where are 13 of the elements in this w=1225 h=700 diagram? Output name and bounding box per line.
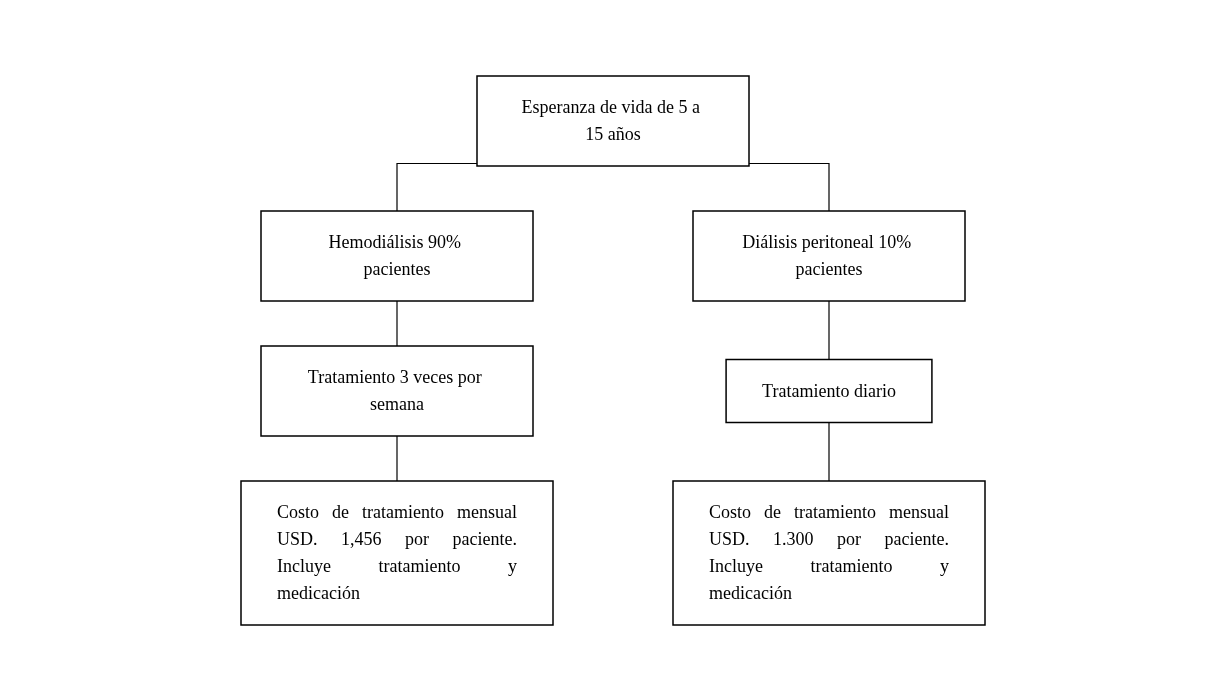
- connector: [395, 162, 478, 212]
- connector: [395, 434, 398, 482]
- connector: [395, 299, 398, 347]
- node-box: Hemodiálisis 90% pacientes: [259, 209, 534, 302]
- node-box: Costo de tratamiento mensual USD. 1.300 por paciente. Incluye tratamiento y medicación: [671, 479, 986, 626]
- node-box: Esperanza de vida de 5 a 15 años: [475, 74, 750, 167]
- node-box: Costo de tratamiento mensual USD. 1,456 por paciente. Incluye tratamiento y medicación: [239, 479, 554, 626]
- node-box: Tratamiento 3 veces por semana: [259, 344, 534, 437]
- connector: [827, 299, 830, 360]
- node-box: Diálisis peritoneal 10% pacientes: [691, 209, 966, 302]
- node-box: Tratamiento diario: [724, 358, 933, 423]
- connector: [827, 421, 830, 482]
- connector: [747, 162, 830, 212]
